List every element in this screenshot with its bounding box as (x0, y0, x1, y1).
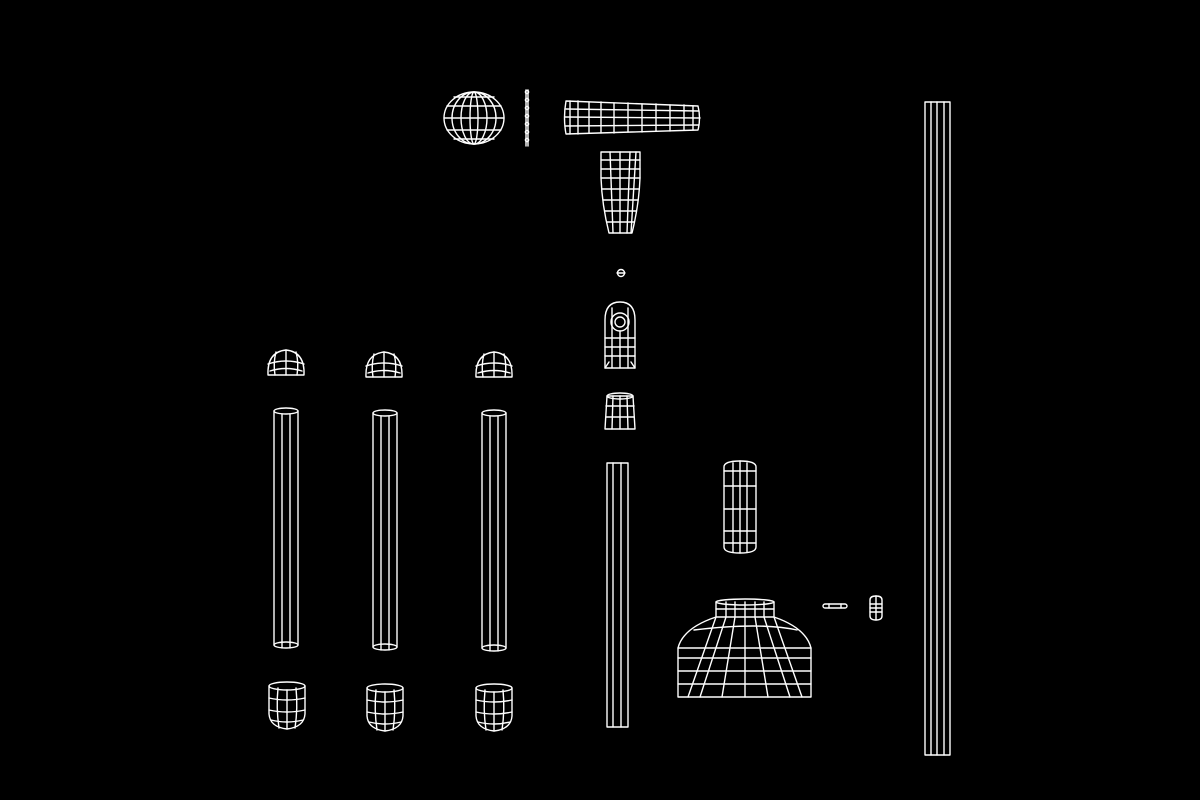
cap-top-part (267, 349, 305, 376)
small-screw-part (616, 268, 626, 278)
sleeve-part (723, 460, 757, 554)
cap-top-part (365, 351, 403, 378)
center-pole-part (606, 462, 629, 728)
foot-cup-part (366, 683, 404, 732)
washer-edge-part (524, 89, 530, 147)
bracket-joint-part (604, 301, 636, 369)
tapered-shaft-part (600, 151, 641, 234)
tapered-handle-part (563, 100, 701, 135)
cap-top-part (475, 351, 513, 378)
tube-leg-part (273, 407, 299, 649)
long-rail-part (924, 101, 951, 756)
bell-base-part (677, 598, 812, 698)
ball-knob-part (443, 91, 505, 145)
nut-part (869, 595, 883, 621)
tube-leg-part (481, 409, 507, 652)
foot-cup-part (268, 681, 306, 730)
pin-part (822, 603, 848, 609)
small-collar-part (604, 392, 636, 430)
tube-leg-part (372, 409, 398, 651)
foot-cup-part (475, 683, 513, 732)
